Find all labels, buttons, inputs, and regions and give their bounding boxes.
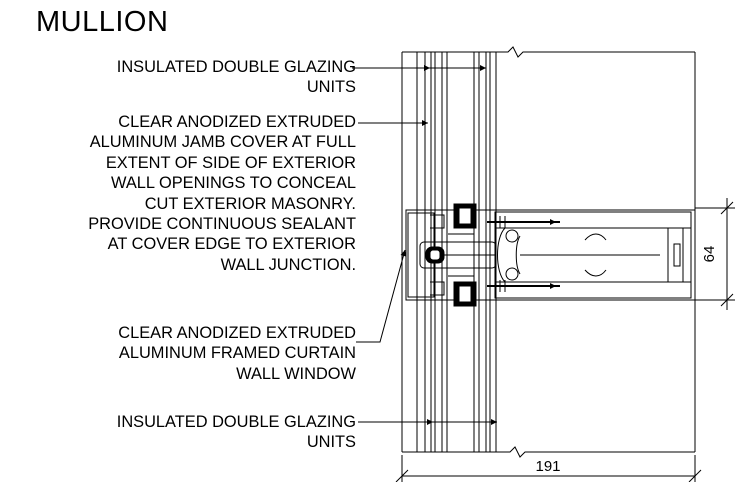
note-line: INSULATED DOUBLE GLAZING xyxy=(116,58,356,76)
dimension-depth xyxy=(695,198,735,310)
note-line: CLEAR ANODIZED EXTRUDED xyxy=(118,113,356,131)
note-line: WALL OPENINGS TO CONCEAL xyxy=(110,174,356,193)
note-line: UNITS xyxy=(306,433,356,452)
note-line: CUT EXTERIOR MASONRY. xyxy=(144,194,356,213)
wall-outline xyxy=(401,46,696,458)
drawing-title: MULLION xyxy=(36,6,169,38)
note-glazing-bottom: INSULATED DOUBLE GLAZING UNITS xyxy=(117,412,356,453)
note-line: EXTENT OF SIDE OF EXTERIOR xyxy=(105,153,356,172)
dimension-depth-label: 64 xyxy=(701,246,718,263)
note-line: ALUMINUM FRAMED CURTAIN xyxy=(118,344,356,363)
dimension-width-label: 191 xyxy=(535,458,560,475)
note-line: WALL WINDOW xyxy=(236,364,356,383)
note-line: AT COVER EDGE TO EXTERIOR xyxy=(107,235,356,254)
note-line: WALL JUNCTION. xyxy=(220,255,356,274)
dimension-width xyxy=(395,455,702,482)
note-line: CLEAR ANODIZED EXTRUDED xyxy=(118,324,356,342)
mullion-profile xyxy=(405,203,696,307)
note-line: PROVIDE CONTINUOUS SEALANT xyxy=(88,215,356,234)
note-line: INSULATED DOUBLE GLAZING xyxy=(116,413,356,431)
note-curtain-wall: CLEAR ANODIZED EXTRUDED ALUMINUM FRAMED … xyxy=(118,323,356,384)
note-jamb-cover: CLEAR ANODIZED EXTRUDED ALUMINUM JAMB CO… xyxy=(88,112,356,275)
note-glazing-top: INSULATED DOUBLE GLAZING UNITS xyxy=(117,57,356,98)
note-line: ALUMINUM JAMB COVER AT FULL xyxy=(89,133,356,152)
note-line: UNITS xyxy=(306,78,356,97)
leader-lines xyxy=(352,65,556,425)
